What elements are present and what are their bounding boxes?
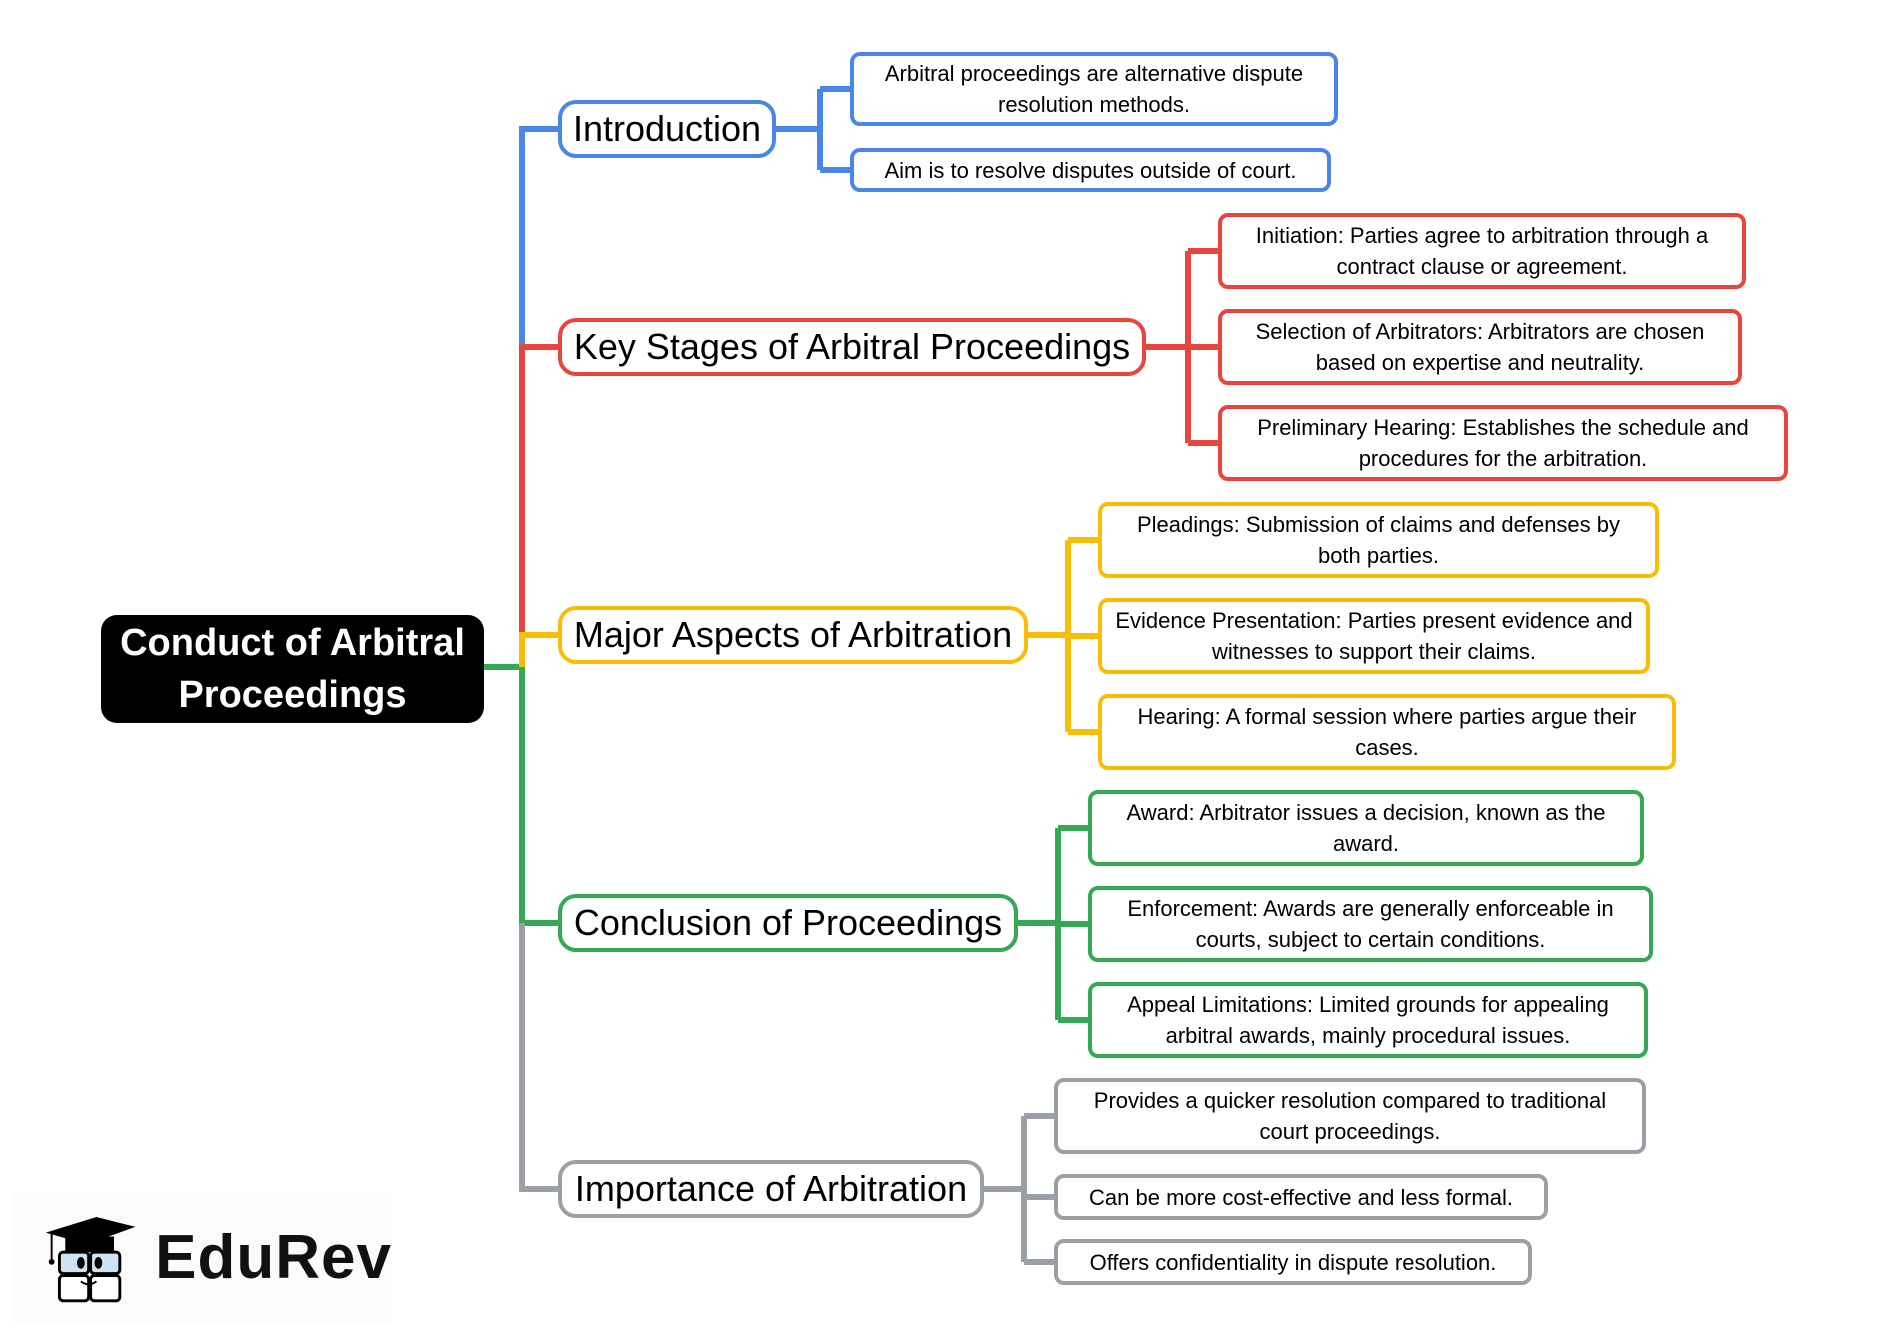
edurev-logo: EduRev xyxy=(12,1192,392,1322)
branch-label: Importance of Arbitration xyxy=(574,1168,968,1209)
leaf-text: Enforcement: Awards are generally enforc… xyxy=(1127,896,1614,952)
leaf-major-aspects-2: Evidence Presentation: Parties present e… xyxy=(1098,598,1650,674)
leaf-conclusion-2: Enforcement: Awards are generally enforc… xyxy=(1088,886,1653,962)
leaf-importance-2: Can be more cost-effective and less form… xyxy=(1054,1174,1548,1220)
leaf-text: Preliminary Hearing: Establishes the sch… xyxy=(1257,415,1749,471)
leaf-key-stages-1: Initiation: Parties agree to arbitration… xyxy=(1218,213,1746,289)
leaf-importance-3: Offers confidentiality in dispute resolu… xyxy=(1054,1239,1532,1285)
branch-label: Major Aspects of Arbitration xyxy=(573,614,1013,655)
leaf-text: Arbitral proceedings are alternative dis… xyxy=(884,61,1304,117)
logo-text: EduRev xyxy=(155,1222,392,1292)
branch-importance: Importance of Arbitration xyxy=(558,1160,984,1218)
leaf-major-aspects-3: Hearing: A formal session where parties … xyxy=(1098,694,1676,770)
leaf-text: Offers confidentiality in dispute resolu… xyxy=(1089,1249,1497,1275)
leaf-key-stages-3: Preliminary Hearing: Establishes the sch… xyxy=(1218,405,1788,481)
root-label-line1: Conduct of Arbitral xyxy=(120,622,465,664)
leaf-text: Pleadings: Submission of claims and defe… xyxy=(1136,512,1621,568)
leaf-text: Provides a quicker resolution compared t… xyxy=(1093,1088,1607,1144)
leaf-importance-1: Provides a quicker resolution compared t… xyxy=(1054,1078,1646,1154)
branch-label: Key Stages of Arbitral Proceedings xyxy=(573,326,1131,367)
trunk-connector xyxy=(519,923,558,1192)
leaf-key-stages-2: Selection of Arbitrators: Arbitrators ar… xyxy=(1218,309,1742,385)
branch-label: Conclusion of Proceedings xyxy=(573,902,1003,943)
leaf-text: Evidence Presentation: Parties present e… xyxy=(1115,608,1633,664)
leaf-text: Initiation: Parties agree to arbitration… xyxy=(1255,223,1709,279)
trunk-connector xyxy=(519,126,558,347)
leaf-major-aspects-1: Pleadings: Submission of claims and defe… xyxy=(1098,502,1659,578)
branch-major-aspects: Major Aspects of Arbitration xyxy=(558,606,1028,664)
trunk-connector xyxy=(519,632,558,667)
leaf-text: Award: Arbitrator issues a decision, kno… xyxy=(1126,800,1606,856)
leaf-introduction-2: Aim is to resolve disputes outside of co… xyxy=(850,148,1331,192)
leaf-conclusion-1: Award: Arbitrator issues a decision, kno… xyxy=(1088,790,1644,866)
branch-conclusion: Conclusion of Proceedings xyxy=(558,894,1018,952)
leaf-text: Hearing: A formal session where parties … xyxy=(1137,704,1637,760)
leaf-conclusion-3: Appeal Limitations: Limited grounds for … xyxy=(1088,982,1648,1058)
branch-introduction: Introduction xyxy=(558,100,776,158)
branch-label: Introduction xyxy=(572,108,762,149)
leaf-text: Aim is to resolve disputes outside of co… xyxy=(884,157,1297,183)
leaf-introduction-1: Arbitral proceedings are alternative dis… xyxy=(850,52,1338,126)
leaf-text: Appeal Limitations: Limited grounds for … xyxy=(1127,992,1609,1048)
leaf-text: Can be more cost-effective and less form… xyxy=(1089,1184,1513,1210)
leaf-text: Selection of Arbitrators: Arbitrators ar… xyxy=(1255,319,1705,375)
root-node: Conduct of Arbitral Proceedings xyxy=(101,615,484,723)
root-label-line2: Proceedings xyxy=(178,674,407,716)
trunk-connector xyxy=(519,344,558,635)
branch-key-stages: Key Stages of Arbitral Proceedings xyxy=(558,318,1146,376)
graduate-book-mascot-icon xyxy=(45,1217,136,1303)
trunk-connector xyxy=(519,667,558,926)
